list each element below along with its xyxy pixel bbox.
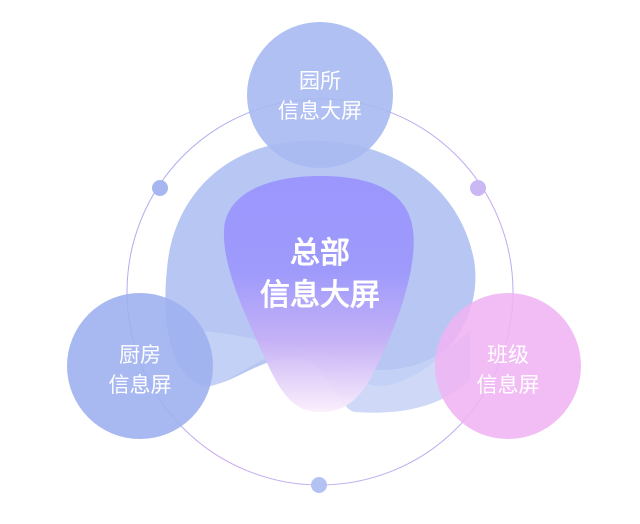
node-top-line1: 园所 — [299, 69, 341, 93]
node-right-line2: 信息屏 — [476, 373, 540, 397]
node-top-line2: 信息大屏 — [278, 99, 362, 123]
node-left-label[interactable]: 厨房 信息屏 — [67, 340, 213, 400]
orbit-dot-right — [470, 180, 486, 196]
node-left-circle[interactable] — [67, 293, 213, 439]
node-right-label[interactable]: 班级 信息屏 — [435, 340, 581, 400]
node-left-line2: 信息屏 — [108, 373, 172, 397]
node-right-circle[interactable] — [435, 293, 581, 439]
node-left-line1: 厨房 — [119, 343, 161, 367]
center-label: 总部 信息大屏 — [220, 233, 420, 317]
orbit-dot-bottom — [311, 477, 327, 493]
center-line1: 总部 — [290, 236, 350, 271]
node-top-circle[interactable] — [247, 22, 393, 168]
node-top-label[interactable]: 园所 信息大屏 — [247, 66, 393, 126]
core-shape — [223, 176, 414, 412]
orbit-dot-left — [152, 180, 168, 196]
center-line2: 信息大屏 — [260, 278, 380, 313]
node-right-line1: 班级 — [487, 343, 529, 367]
